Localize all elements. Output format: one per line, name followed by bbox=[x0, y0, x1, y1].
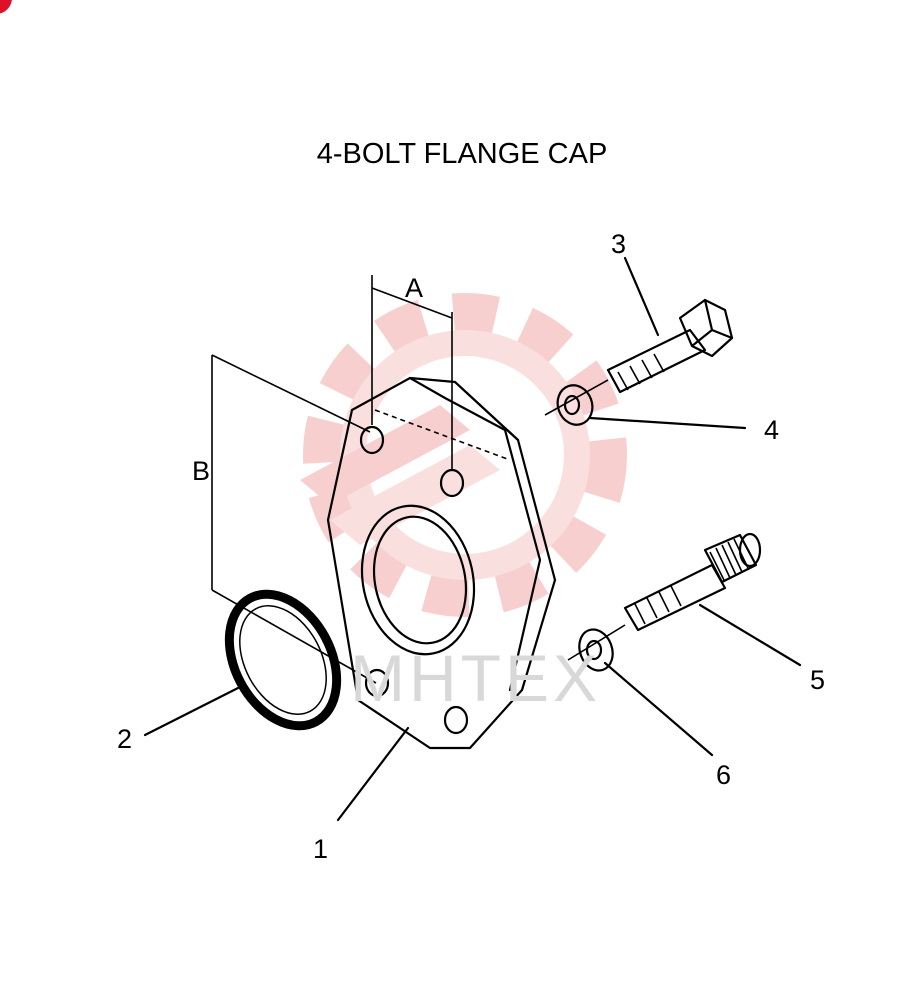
dimension-label-a: A bbox=[405, 273, 423, 303]
watermark-text: MHTEX bbox=[350, 641, 601, 715]
callout-2: 2 bbox=[117, 724, 132, 754]
callout-3: 3 bbox=[611, 229, 626, 259]
lock-washer-lower bbox=[578, 628, 614, 672]
socket-bolt bbox=[567, 532, 762, 661]
callout-6: 6 bbox=[716, 760, 731, 790]
leader-lines bbox=[143, 256, 802, 822]
dimension-label-b: B bbox=[192, 456, 210, 486]
callout-5: 5 bbox=[810, 665, 825, 695]
o-ring bbox=[224, 589, 342, 731]
lock-washer-upper bbox=[556, 384, 594, 426]
diagram-title: 4-BOLT FLANGE CAP bbox=[316, 138, 608, 170]
corner-mark bbox=[0, 0, 12, 14]
flange-plate bbox=[326, 376, 557, 750]
callout-1: 1 bbox=[313, 834, 328, 864]
callout-4: 4 bbox=[764, 415, 779, 445]
